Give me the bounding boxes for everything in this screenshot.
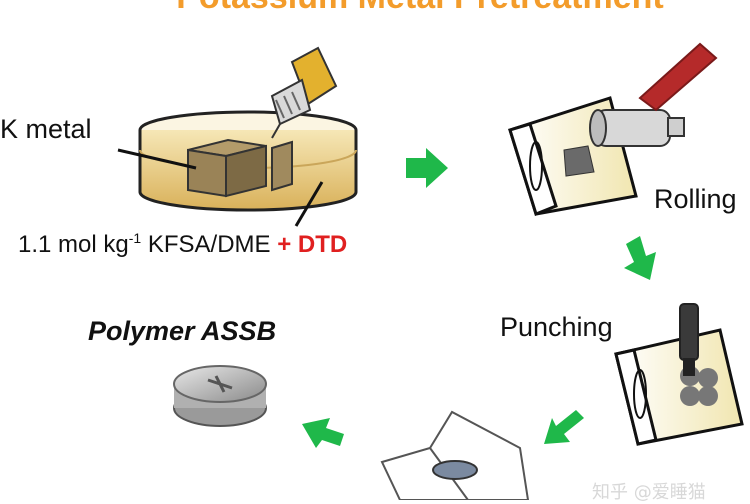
arrow-left-icon <box>302 418 344 448</box>
arrow-down-icon <box>624 236 656 280</box>
electrolyte-prefix: 1.1 mol kg <box>18 231 129 258</box>
punching-label: Punching <box>500 312 613 342</box>
punch-tool-icon <box>679 303 699 376</box>
watermark: 知乎 @爱睡猫 <box>592 482 706 503</box>
electrolyte-exponent: -1 <box>128 230 142 246</box>
electrolyte-pointer <box>294 181 324 227</box>
polymer-assb-label: Polymer ASSB <box>88 316 277 346</box>
additive-label: + DTD <box>277 231 348 258</box>
k-metal-pointer <box>117 148 197 170</box>
electrolyte-label: 1.1 mol kg-1 KFSA/DME + DTD <box>18 230 347 259</box>
knife-icon <box>270 46 338 139</box>
k-metal-block <box>187 138 293 198</box>
diagram-title: Potassium Metal Pretreatment <box>140 0 700 17</box>
arrow-right-icon <box>406 148 448 188</box>
coin-cell-icon <box>173 365 267 427</box>
arrow-down-left-icon <box>544 410 584 444</box>
k-metal-label: K metal <box>0 114 92 144</box>
punched-disc <box>380 410 530 500</box>
roller-icon <box>589 42 718 147</box>
rolling-label: Rolling <box>654 184 737 214</box>
electrolyte-suffix: KFSA/DME <box>141 231 278 258</box>
